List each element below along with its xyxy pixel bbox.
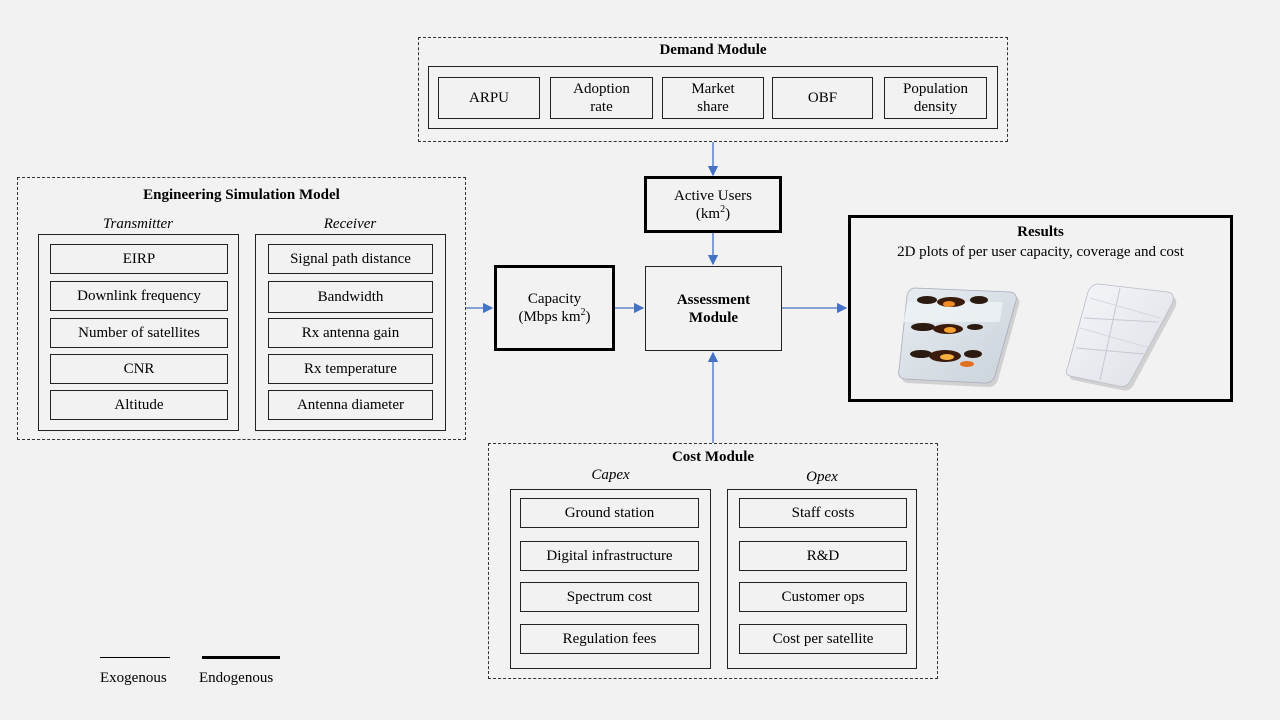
transmitter-group [38, 234, 239, 431]
rx-item-signal-path-distance: Signal path distance [268, 244, 433, 274]
receiver-group [255, 234, 446, 431]
active-users-unit: (km2) [695, 203, 731, 222]
tx-item-downlink-frequency: Downlink frequency [50, 281, 228, 311]
tx-item-cnr: CNR [50, 354, 228, 384]
demand-item-population-density: Population density [884, 77, 987, 119]
results-title: Results [1017, 224, 1064, 240]
cost-map-thumbnail [1066, 283, 1177, 391]
engineering-simulation-model: Engineering Simulation Model [17, 177, 466, 440]
demand-inputs-group [428, 66, 998, 129]
active-users-label: Active Users [674, 187, 752, 204]
cost-module-title: Cost Module [671, 449, 755, 465]
results-subtitle: 2D plots of per user capacity, coverage … [897, 244, 1184, 260]
cost-module: Cost Module [488, 443, 938, 679]
results-box: Results 2D plots of per user capacity, c… [848, 215, 1233, 402]
capex-item-spectrum-cost: Spectrum cost [520, 582, 699, 612]
demand-item-obf: OBF [772, 77, 873, 119]
capex-item-regulation-fees: Regulation fees [520, 624, 699, 654]
opex-item-staff-costs: Staff costs [739, 498, 907, 528]
rx-item-bandwidth: Bandwidth [268, 281, 433, 313]
capacity-label: Capacity [527, 291, 582, 307]
demand-module: Demand Module [418, 37, 1008, 142]
opex-label: Opex [806, 469, 838, 485]
assessment-label-line2: Module [688, 309, 739, 326]
rx-item-antenna-diameter: Antenna diameter [268, 390, 433, 420]
legend-exogenous-label: Exogenous [100, 670, 167, 686]
transmitter-label: Transmitter [102, 216, 174, 232]
demand-module-title: Demand Module [659, 42, 767, 58]
capex-item-digital-infrastructure: Digital infrastructure [520, 541, 699, 571]
demand-item-arpu: ARPU [438, 77, 540, 119]
capacity-map-thumbnail [898, 287, 1020, 388]
capex-group [510, 489, 711, 669]
opex-item-customer-ops: Customer ops [739, 582, 907, 612]
tx-item-number-of-satellites: Number of satellites [50, 318, 228, 348]
capex-label: Capex [591, 467, 630, 483]
receiver-label: Receiver [323, 216, 377, 232]
opex-item-cost-per-satellite: Cost per satellite [739, 624, 907, 654]
opex-item-r-and-d: R&D [739, 541, 907, 571]
assessment-label-line1: Assessment [676, 291, 751, 308]
rx-item-rx-antenna-gain: Rx antenna gain [268, 318, 433, 348]
opex-group [727, 489, 917, 669]
capex-item-ground-station: Ground station [520, 498, 699, 528]
rx-item-rx-temperature: Rx temperature [268, 354, 433, 384]
assessment-module-box: Assessment Module [645, 266, 782, 351]
capacity-unit: (Mbps km2) [518, 307, 591, 326]
legend-endogenous-label: Endogenous [199, 670, 274, 686]
tx-item-eirp: EIRP [50, 244, 228, 274]
capacity-box: Capacity (Mbps km2) [494, 265, 615, 351]
demand-item-adoption-rate: Adoption rate [550, 77, 653, 119]
tx-item-altitude: Altitude [50, 390, 228, 420]
demand-item-market-share: Market share [662, 77, 764, 119]
legend-exogenous-line [100, 657, 170, 658]
legend-endogenous-line [202, 656, 280, 659]
active-users-box: Active Users (km2) [644, 176, 782, 233]
engineering-model-title: Engineering Simulation Model [143, 187, 340, 203]
